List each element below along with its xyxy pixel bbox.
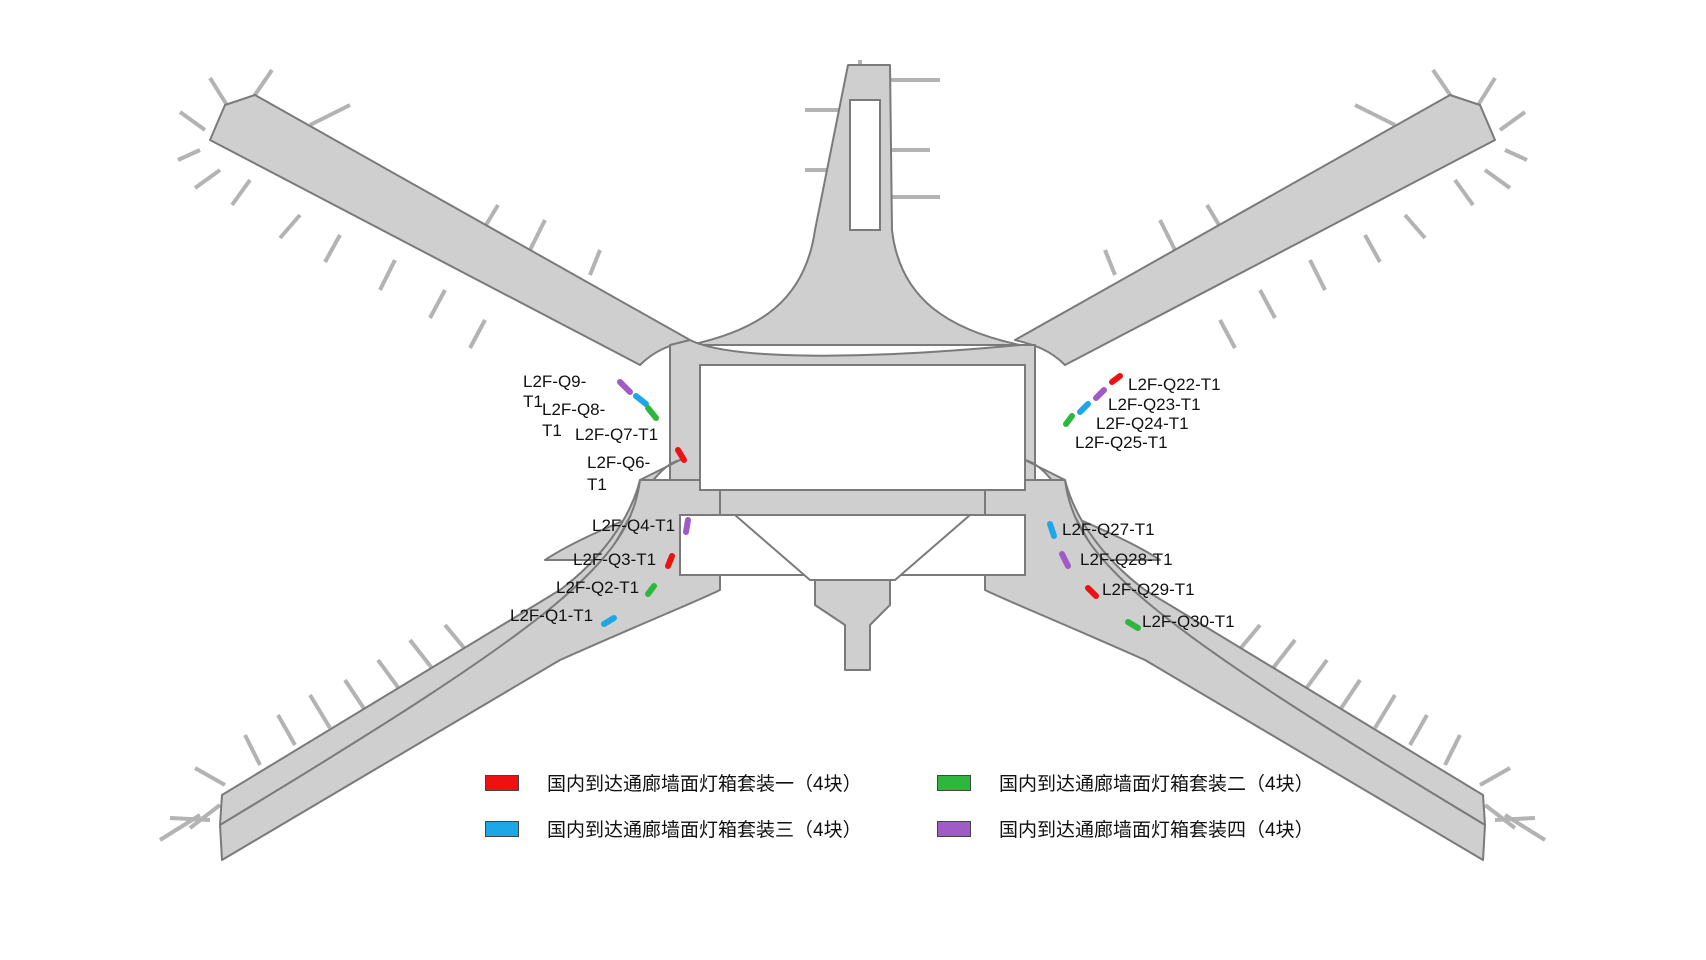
label-q24: L2F-Q24-T1	[1096, 414, 1189, 433]
label-q30: L2F-Q30-T1	[1142, 612, 1235, 631]
legend-text-set-2: 国内到达通廊墙面灯箱套装二（4块）	[999, 774, 1314, 795]
legend-item-set-4: 国内到达通廊墙面灯箱套装四（4块）	[937, 815, 1314, 842]
label-q29: L2F-Q29-T1	[1102, 580, 1195, 599]
legend-item-set-1: 国内到达通廊墙面灯箱套装一（4块）	[485, 769, 862, 796]
legend-swatch-blue	[485, 820, 519, 837]
label-q9-line2: T1	[523, 392, 543, 411]
legend-item-set-2: 国内到达通廊墙面灯箱套装二（4块）	[937, 769, 1314, 796]
legend-swatch-red	[485, 774, 519, 791]
courtyards	[679, 99, 1026, 581]
legend-text-set-1: 国内到达通廊墙面灯箱套装一（4块）	[547, 774, 862, 795]
label-q28: L2F-Q28-T1	[1080, 550, 1173, 569]
label-q1: L2F-Q1-T1	[510, 606, 594, 625]
label-q9: L2F-Q9-	[523, 372, 587, 391]
label-q8-line2: T1	[542, 421, 562, 440]
legend-swatch-purple	[937, 820, 971, 837]
label-q25: L2F-Q25-T1	[1075, 433, 1168, 452]
legend-swatch-green	[937, 774, 971, 791]
label-q22: L2F-Q22-T1	[1128, 375, 1221, 394]
label-q23: L2F-Q23-T1	[1108, 395, 1201, 414]
label-q4: L2F-Q4-T1	[592, 516, 676, 535]
label-q6-line2: T1	[587, 475, 607, 494]
label-q7: L2F-Q7-T1	[575, 425, 659, 444]
label-q8: L2F-Q8-	[542, 400, 606, 419]
label-q27: L2F-Q27-T1	[1062, 520, 1155, 539]
legend-text-set-4: 国内到达通廊墙面灯箱套装四（4块）	[999, 820, 1314, 841]
label-q2: L2F-Q2-T1	[556, 578, 640, 597]
label-q6: L2F-Q6-	[587, 453, 651, 472]
legend-item-set-3: 国内到达通廊墙面灯箱套装三（4块）	[485, 815, 862, 842]
legend-text-set-3: 国内到达通廊墙面灯箱套装三（4块）	[547, 820, 862, 841]
label-q3: L2F-Q3-T1	[573, 550, 657, 569]
wall-light-boxes	[601, 373, 1141, 631]
